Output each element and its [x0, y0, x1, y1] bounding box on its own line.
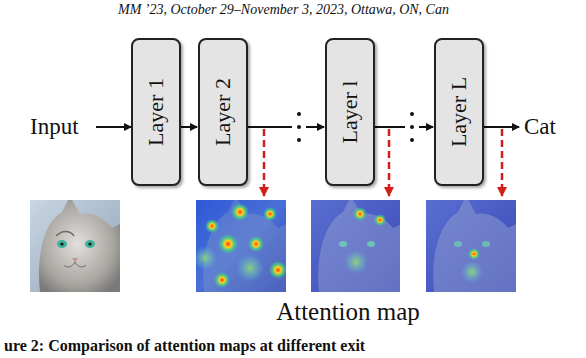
layer-name: Layer L: [448, 77, 470, 147]
flow-arrow: [181, 126, 197, 128]
layer-box: Layer 1: [131, 38, 181, 186]
output-label: Cat: [524, 114, 556, 139]
layer-box: Layer 2: [198, 38, 248, 186]
flow-arrow: [248, 126, 324, 128]
layer-box: Layer L: [434, 38, 484, 186]
layer-name: Layer l: [339, 81, 361, 144]
flow-arrow: [375, 126, 433, 128]
layer-name: Layer 1: [145, 78, 167, 146]
axis-label: Attention map: [276, 298, 420, 326]
figure-caption: ure 2: Comparison of attention maps at d…: [4, 337, 365, 355]
layer-box: Layer l: [325, 38, 375, 186]
header-text: MM ’23, October 29–November 3, 2023, Ott…: [118, 2, 449, 17]
input-label: Input: [30, 114, 79, 139]
layer-name: Layer 2: [212, 78, 234, 146]
